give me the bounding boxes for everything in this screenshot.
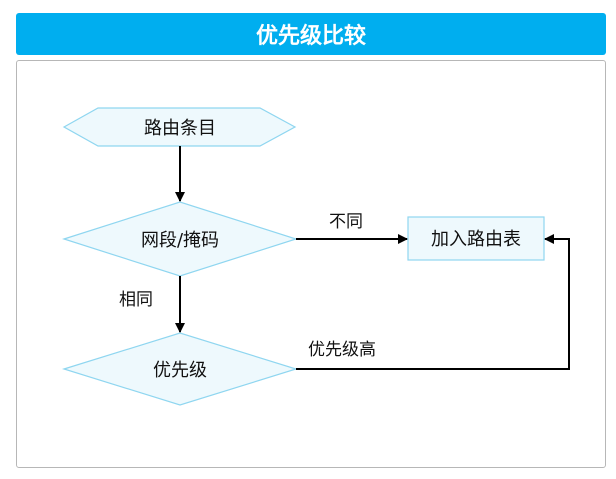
diagram-title: 优先级比较 xyxy=(16,13,606,55)
edge-label-higher-priority: 优先级高 xyxy=(308,340,376,360)
priority-label: 优先级 xyxy=(153,360,207,381)
edge-label-different: 不同 xyxy=(329,212,363,232)
route-entry-node xyxy=(62,107,297,147)
add-route-label: 加入路由表 xyxy=(431,229,521,250)
edge-label-same: 相同 xyxy=(119,290,153,310)
edge-priority-to-add xyxy=(296,234,570,370)
network-mask-label: 网段/掩码 xyxy=(141,230,219,251)
route-entry-label: 路由条目 xyxy=(144,118,216,139)
